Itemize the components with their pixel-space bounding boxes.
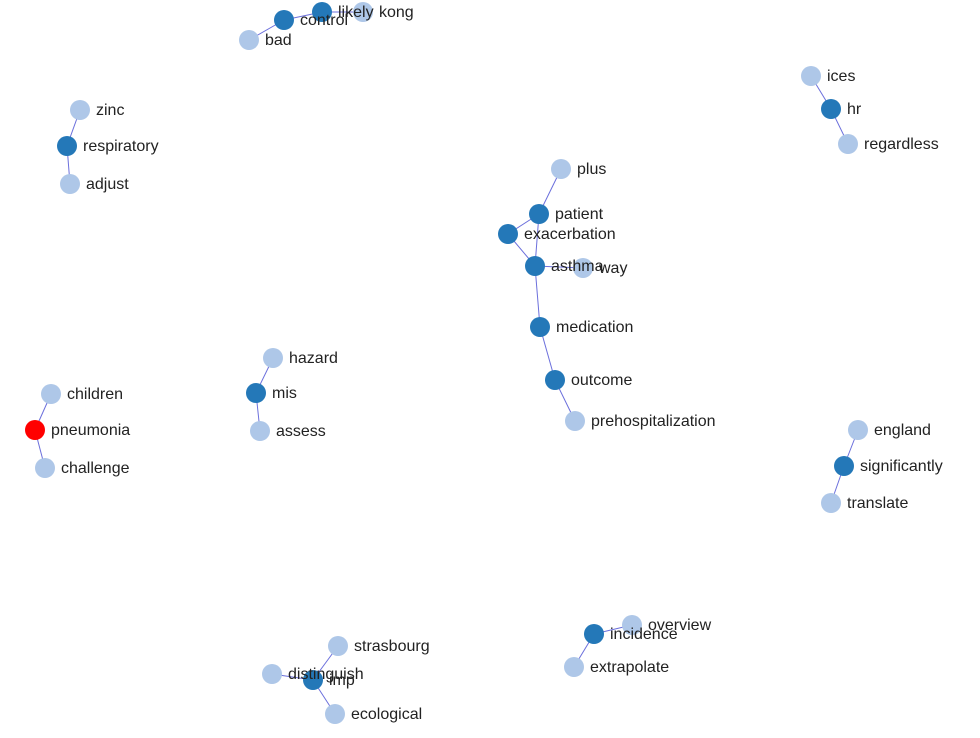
node-label-exacerbation: exacerbation <box>524 226 616 243</box>
node-outcome[interactable] <box>545 370 565 390</box>
node-way[interactable] <box>573 258 593 278</box>
node-label-bad: bad <box>265 32 292 49</box>
node-label-imp: imp <box>329 672 355 689</box>
node-strasbourg[interactable] <box>328 636 348 656</box>
node-imp[interactable] <box>303 670 323 690</box>
node-bad[interactable] <box>239 30 259 50</box>
node-label-patient: patient <box>555 206 604 223</box>
node-control[interactable] <box>274 10 294 30</box>
node-label-mis: mis <box>272 385 297 402</box>
node-label-asthma: asthma <box>551 258 604 275</box>
node-significantly[interactable] <box>834 456 854 476</box>
node-translate[interactable] <box>821 493 841 513</box>
node-medication[interactable] <box>530 317 550 337</box>
node-label-significantly: significantly <box>860 458 943 475</box>
node-label-translate: translate <box>847 495 908 512</box>
node-distinguish[interactable] <box>262 664 282 684</box>
node-challenge[interactable] <box>35 458 55 478</box>
node-label-ices: ices <box>827 68 855 85</box>
node-prehospitalization[interactable] <box>565 411 585 431</box>
node-ices[interactable] <box>801 66 821 86</box>
node-label-distinguish: distinguish <box>288 666 364 683</box>
node-pneumonia[interactable] <box>25 420 45 440</box>
node-label-regardless: regardless <box>864 136 939 153</box>
node-label-way: way <box>598 260 627 277</box>
node-label-respiratory: respiratory <box>83 138 159 155</box>
node-label-control: control <box>300 12 348 29</box>
edges-layer <box>34 11 859 715</box>
node-label-plus: plus <box>577 161 606 178</box>
node-label-challenge: challenge <box>61 460 130 477</box>
edge-asthma-medication <box>534 265 541 328</box>
node-likely[interactable] <box>312 2 332 22</box>
node-children[interactable] <box>41 384 61 404</box>
node-label-overview: overview <box>648 617 712 634</box>
node-exacerbation[interactable] <box>498 224 518 244</box>
nodes-layer <box>25 2 868 724</box>
node-plus[interactable] <box>551 159 571 179</box>
node-label-hr: hr <box>847 101 862 118</box>
node-label-adjust: adjust <box>86 176 129 193</box>
node-zinc[interactable] <box>70 100 90 120</box>
node-hazard[interactable] <box>263 348 283 368</box>
node-label-zinc: zinc <box>96 102 124 119</box>
node-kong[interactable] <box>353 2 373 22</box>
node-england[interactable] <box>848 420 868 440</box>
node-extrapolate[interactable] <box>564 657 584 677</box>
node-label-likely: likely <box>338 4 374 21</box>
node-overview[interactable] <box>622 615 642 635</box>
node-label-medication: medication <box>556 319 633 336</box>
node-label-pneumonia: pneumonia <box>51 422 130 439</box>
node-adjust[interactable] <box>60 174 80 194</box>
node-label-children: children <box>67 386 123 403</box>
node-label-ecological: ecological <box>351 706 422 723</box>
node-assess[interactable] <box>250 421 270 441</box>
node-label-hazard: hazard <box>289 350 338 367</box>
node-label-prehospitalization: prehospitalization <box>591 413 716 430</box>
node-label-incidence: incidence <box>610 626 678 643</box>
node-label-england: england <box>874 422 931 439</box>
node-ecological[interactable] <box>325 704 345 724</box>
node-asthma[interactable] <box>525 256 545 276</box>
node-label-kong: kong <box>379 4 414 21</box>
node-label-extrapolate: extrapolate <box>590 659 669 676</box>
node-respiratory[interactable] <box>57 136 77 156</box>
node-label-strasbourg: strasbourg <box>354 638 430 655</box>
node-regardless[interactable] <box>838 134 858 154</box>
node-patient[interactable] <box>529 204 549 224</box>
node-label-assess: assess <box>276 423 326 440</box>
node-label-outcome: outcome <box>571 372 632 389</box>
node-hr[interactable] <box>821 99 841 119</box>
node-mis[interactable] <box>246 383 266 403</box>
node-incidence[interactable] <box>584 624 604 644</box>
